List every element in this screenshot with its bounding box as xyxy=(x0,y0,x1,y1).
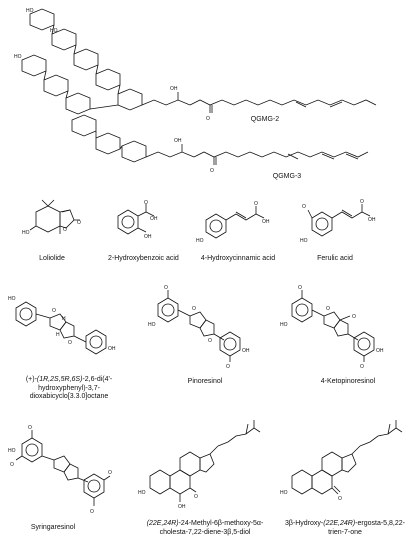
svg-text:O: O xyxy=(210,168,214,174)
svg-text:HO: HO xyxy=(280,490,288,496)
svg-text:OH: OH xyxy=(368,217,376,223)
qgmg2-label: QGMG-2 xyxy=(250,116,280,123)
ferulic-label: Ferulic acid xyxy=(317,255,353,262)
svg-text:HO: HO xyxy=(300,238,308,244)
ketopino-structure: O HO OH O O O xyxy=(280,285,384,368)
pinoresinol-structure: O HO OH O O O xyxy=(148,285,250,368)
svg-text:HO: HO xyxy=(50,28,58,34)
svg-text:OH: OH xyxy=(262,219,270,225)
svg-text:OH: OH xyxy=(150,216,158,222)
qgmg3-label: QGMG-3 xyxy=(272,173,302,180)
svg-text:O: O xyxy=(298,285,302,291)
svg-text:O: O xyxy=(302,204,306,210)
ketopino-label: 4-Ketopinoresinol xyxy=(320,378,376,385)
svg-text:OH: OH xyxy=(170,86,178,92)
methylergo-structure: HO OH O xyxy=(138,420,261,510)
dioxa-structure: HO OH O O H H xyxy=(8,296,116,355)
qgmg2-structure: HO HO HO OH OH O O xyxy=(14,8,377,174)
svg-text:O: O xyxy=(326,306,330,312)
svg-text:O: O xyxy=(194,494,198,500)
hba-structure: O OH OH xyxy=(117,200,158,240)
svg-text:H: H xyxy=(56,332,60,338)
svg-text:OH: OH xyxy=(144,234,152,240)
svg-text:O: O xyxy=(52,308,56,314)
svg-text:HO: HO xyxy=(280,322,288,328)
svg-text:HO: HO xyxy=(26,8,34,14)
methylergo-label: (22E,24R)-24-Methyl-6β-methoxy-5α-choles… xyxy=(146,520,264,536)
hydroxyergo-structure: HO O xyxy=(280,420,403,502)
svg-text:O: O xyxy=(254,201,258,207)
svg-text:O: O xyxy=(77,220,81,226)
svg-text:O: O xyxy=(352,314,356,320)
svg-text:O: O xyxy=(90,509,94,515)
svg-text:HO: HO xyxy=(8,448,16,454)
svg-text:HO: HO xyxy=(138,490,146,496)
svg-text:H: H xyxy=(62,316,66,322)
svg-text:O: O xyxy=(360,199,364,205)
svg-text:O: O xyxy=(226,364,230,368)
hca-label: 4-Hydroxycinnamic acid xyxy=(200,255,276,262)
svg-text:OH: OH xyxy=(174,138,182,144)
svg-text:O: O xyxy=(28,425,32,431)
ferulic-structure: O O OH HO xyxy=(300,199,376,244)
svg-text:O: O xyxy=(360,364,364,368)
svg-text:O: O xyxy=(208,338,212,344)
syringaresinol-structure: O HO O O O xyxy=(8,425,112,515)
svg-text:O: O xyxy=(144,200,148,206)
svg-text:OH: OH xyxy=(178,504,186,510)
svg-text:O: O xyxy=(68,340,72,346)
svg-text:O: O xyxy=(63,227,67,233)
svg-text:HO: HO xyxy=(22,230,30,236)
hba-label: 2-Hydroxybenzoic acid xyxy=(108,255,179,262)
svg-text:O: O xyxy=(206,116,210,122)
loliolide-structure: HO O O xyxy=(22,199,81,236)
svg-text:OH: OH xyxy=(376,348,384,354)
hca-structure: O OH HO xyxy=(196,201,270,244)
svg-text:O: O xyxy=(192,306,196,312)
svg-text:HO: HO xyxy=(14,54,22,60)
hydroxyergo-label: 3β-Hydroxy-(22E,24R)-ergosta-5,8,22-trie… xyxy=(285,520,405,536)
loliolide-label: Loliolide xyxy=(39,255,65,262)
svg-text:HO: HO xyxy=(8,296,16,302)
svg-text:O: O xyxy=(338,496,342,502)
svg-text:OH: OH xyxy=(242,348,250,354)
svg-text:O: O xyxy=(10,462,14,468)
svg-text:O: O xyxy=(164,285,168,291)
svg-text:OH: OH xyxy=(108,346,116,352)
svg-text:HO: HO xyxy=(148,322,156,328)
dioxa-label: (+)-(1R,2S,5R,6S)-2,6-di(4'-hydroxypheny… xyxy=(25,376,113,400)
pinoresinol-label: Pinoresinol xyxy=(187,378,223,385)
svg-text:O: O xyxy=(108,470,112,476)
syringaresinol-label: Syringaresinol xyxy=(30,524,76,531)
svg-text:HO: HO xyxy=(196,238,204,244)
